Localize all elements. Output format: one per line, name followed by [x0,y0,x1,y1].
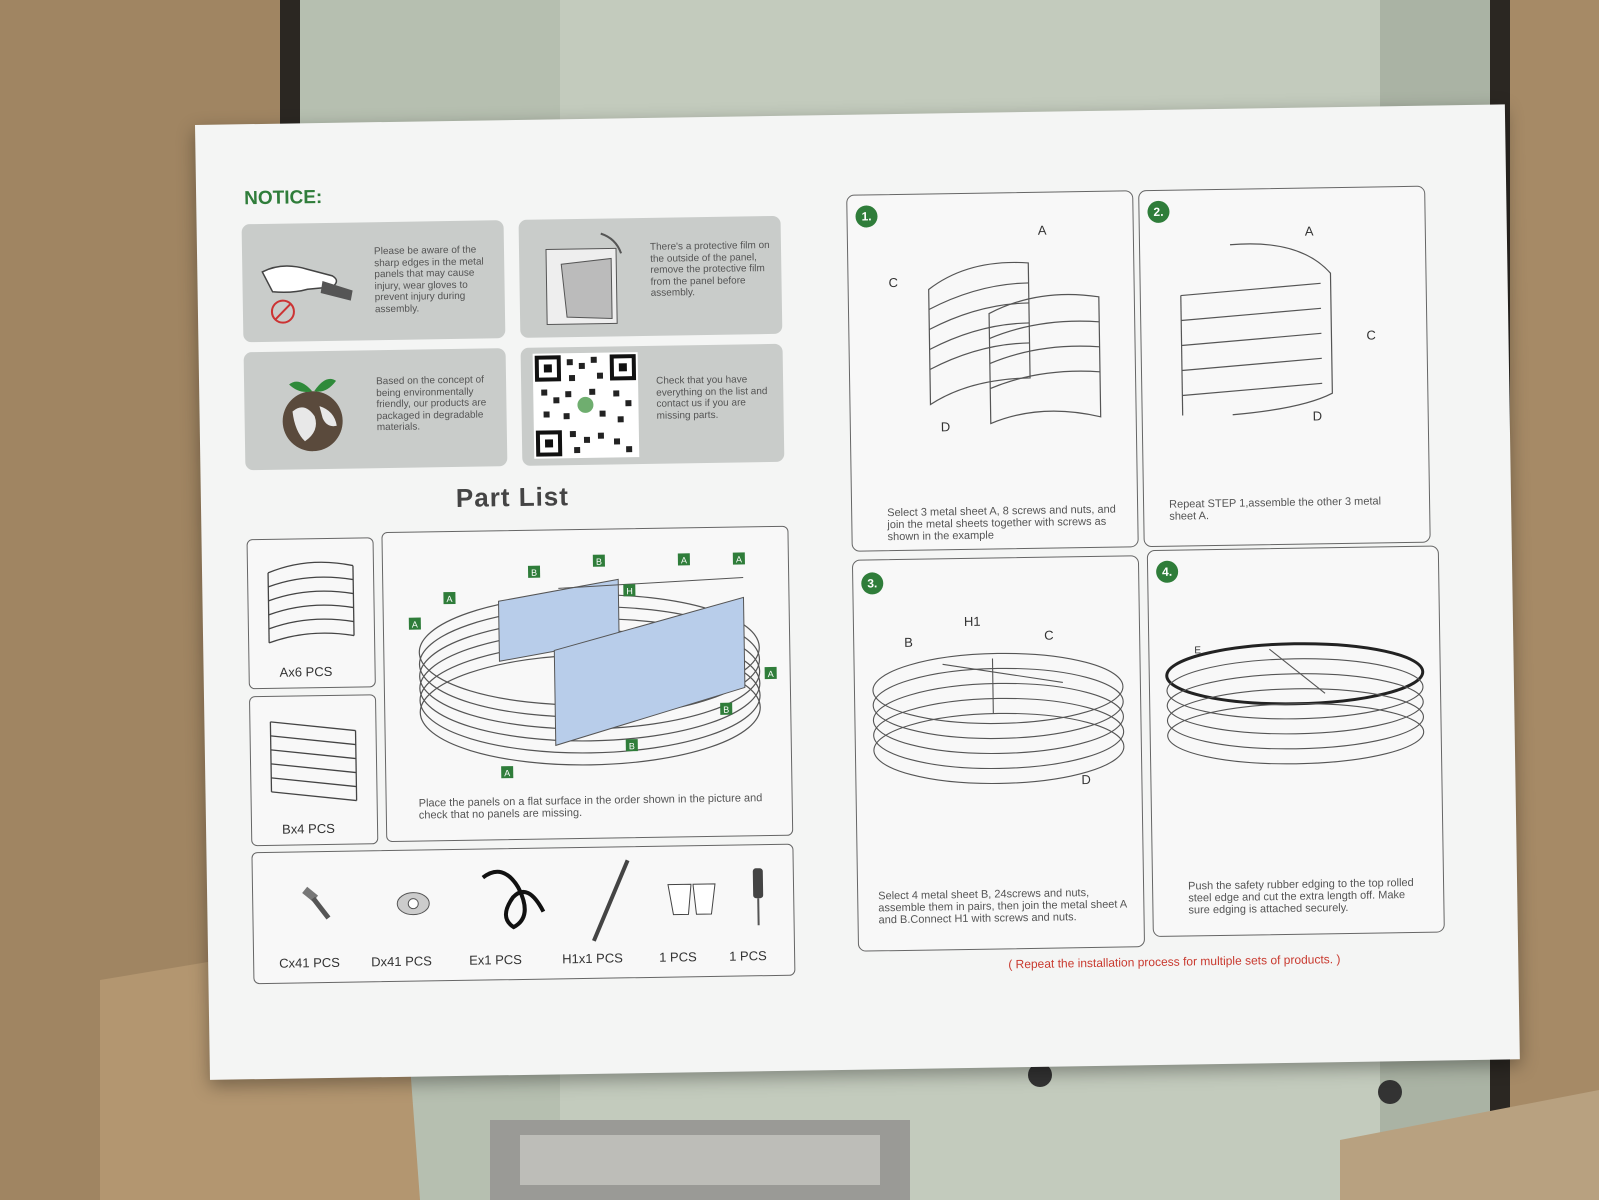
step-2-label-a: A [1304,223,1314,239]
svg-text:H: H [626,586,633,596]
step-4-caption: Push the safety rubber edging to the top… [1187,876,1414,917]
svg-text:B: B [629,741,635,751]
panel-b-icon [269,721,358,802]
diagram-tag: B [625,739,638,752]
panel-b-box: Bx4 PCS [248,694,379,847]
notice-card-gloves: Please be aware of the sharp edges in th… [241,220,506,343]
earth-icon [282,378,343,452]
notice-card-film: There's a protective film on the outside… [518,215,783,338]
step-3-caption: Select 4 metal sheet B, 24screws and nut… [878,887,1127,927]
step-3-box: 3. H1 B C D Select 4 metal sheet B, 24sc… [851,555,1146,952]
step-1-label-a: A [1037,222,1047,238]
hardware-label-screwdriver: 1 PCS [729,948,767,964]
svg-text:A: A [681,555,687,565]
hardware-label-d: Dx41 PCS [371,953,432,970]
step-2-label-c: C [1366,327,1376,343]
panel-a-icon [267,561,355,644]
diagram-tag: A [501,766,514,779]
diagram-tag: A [677,553,690,566]
notice-title: NOTICE: [243,187,323,210]
hardware-label-h1: H1x1 PCS [562,950,623,967]
panel-a-label: Ax6 PCS [279,663,333,680]
step-1-label-c: C [888,274,899,291]
diagram-tag: B [720,702,733,715]
step-2-number: 2. [1147,200,1170,224]
hardware-icons [302,859,764,942]
step-1-box: 1. A C D Select 3 metal sheet A, 8 screw… [846,190,1139,552]
diagram-tag: A [764,666,777,680]
screw-icon [302,886,331,920]
notice-card-qr: Check that you have everything on the li… [520,343,785,466]
instruction-sheet: NOTICE: Please be aware of the sharp edg… [195,104,1520,1080]
gloves-icon [261,265,353,324]
step-1-number: 1. [855,205,878,228]
part-list-title: Part List [455,481,570,513]
step-1-caption: Select 3 metal sheet A, 8 screws and nut… [887,503,1116,544]
svg-text:B: B [531,568,537,578]
step-4-illustration [1165,642,1425,765]
step-2-illustration [1180,243,1333,416]
step-4-box: 4. E Push the safety rubber edging to th… [1146,545,1445,938]
connector-rod-icon [592,859,630,942]
hardware-label-e: Ex1 PCS [469,951,523,968]
hardware-label-c: Cx41 PCS [279,954,340,971]
notice-text-qr: Check that you have everything on the li… [655,374,768,422]
step-3-label-c: C [1044,627,1054,643]
film-icon [545,232,623,326]
svg-text:B: B [723,705,729,715]
svg-text:A: A [768,669,774,679]
raised-bed-layout-diagram: A A A A A A B B B B H [408,552,777,779]
notice-text-film: There's a protective film on the outside… [649,239,770,299]
screwdriver-icon [752,868,764,926]
step-3-number: 3. [861,572,884,595]
rubber-edging-icon [481,869,546,930]
hardware-label-gloves: 1 PCS [659,949,697,965]
svg-text:A: A [504,768,510,778]
repeat-note: ( Repeat the installation process for mu… [1008,952,1341,972]
step-2-label-d: D [1312,408,1323,424]
step-3-label-d: D [1081,772,1091,788]
step-1-illustration [928,261,1102,425]
gloves-pair-icon [667,883,716,916]
svg-text:A: A [412,620,418,630]
notice-text-earth: Based on the concept of being environmen… [375,374,487,434]
notice-card-earth: Based on the concept of being environmen… [243,348,508,471]
svg-text:A: A [446,594,452,604]
qr-code-icon [532,352,640,459]
layout-diagram-caption: Place the panels on a flat surface in th… [418,792,763,822]
diagram-tag: A [732,552,745,565]
layout-diagram-box: A A A A A A B B B B H Place the panels on a flat s… [381,525,794,843]
step-2-caption: Repeat STEP 1,assemble the other 3 metal… [1168,495,1382,523]
step-2-box: 2. A C D Repeat STEP 1,assemble the othe… [1138,185,1431,548]
step-4-number: 4. [1155,560,1179,583]
svg-text:A: A [736,554,742,564]
diagram-tag: B [592,554,605,567]
nut-icon [396,892,430,916]
diagram-tag: A [443,591,456,605]
step-4-label-e: E [1194,645,1202,657]
step-1-label-d: D [940,419,951,435]
step-3-illustration [872,652,1125,785]
svg-text:B: B [596,557,602,567]
step-3-label-b: B [904,634,914,650]
panel-b-label: Bx4 PCS [281,820,335,837]
notice-text-gloves: Please be aware of the sharp edges in th… [373,244,484,315]
panel-a-box: Ax6 PCS [246,537,376,690]
diagram-tag: B [527,565,541,578]
step-3-label-h1: H1 [963,613,981,629]
hardware-box: Cx41 PCS Dx41 PCS Ex1 PCS H1x1 PCS 1 PCS… [251,843,796,985]
diagram-tag: A [408,617,421,630]
diagram-tag: H [623,584,636,597]
